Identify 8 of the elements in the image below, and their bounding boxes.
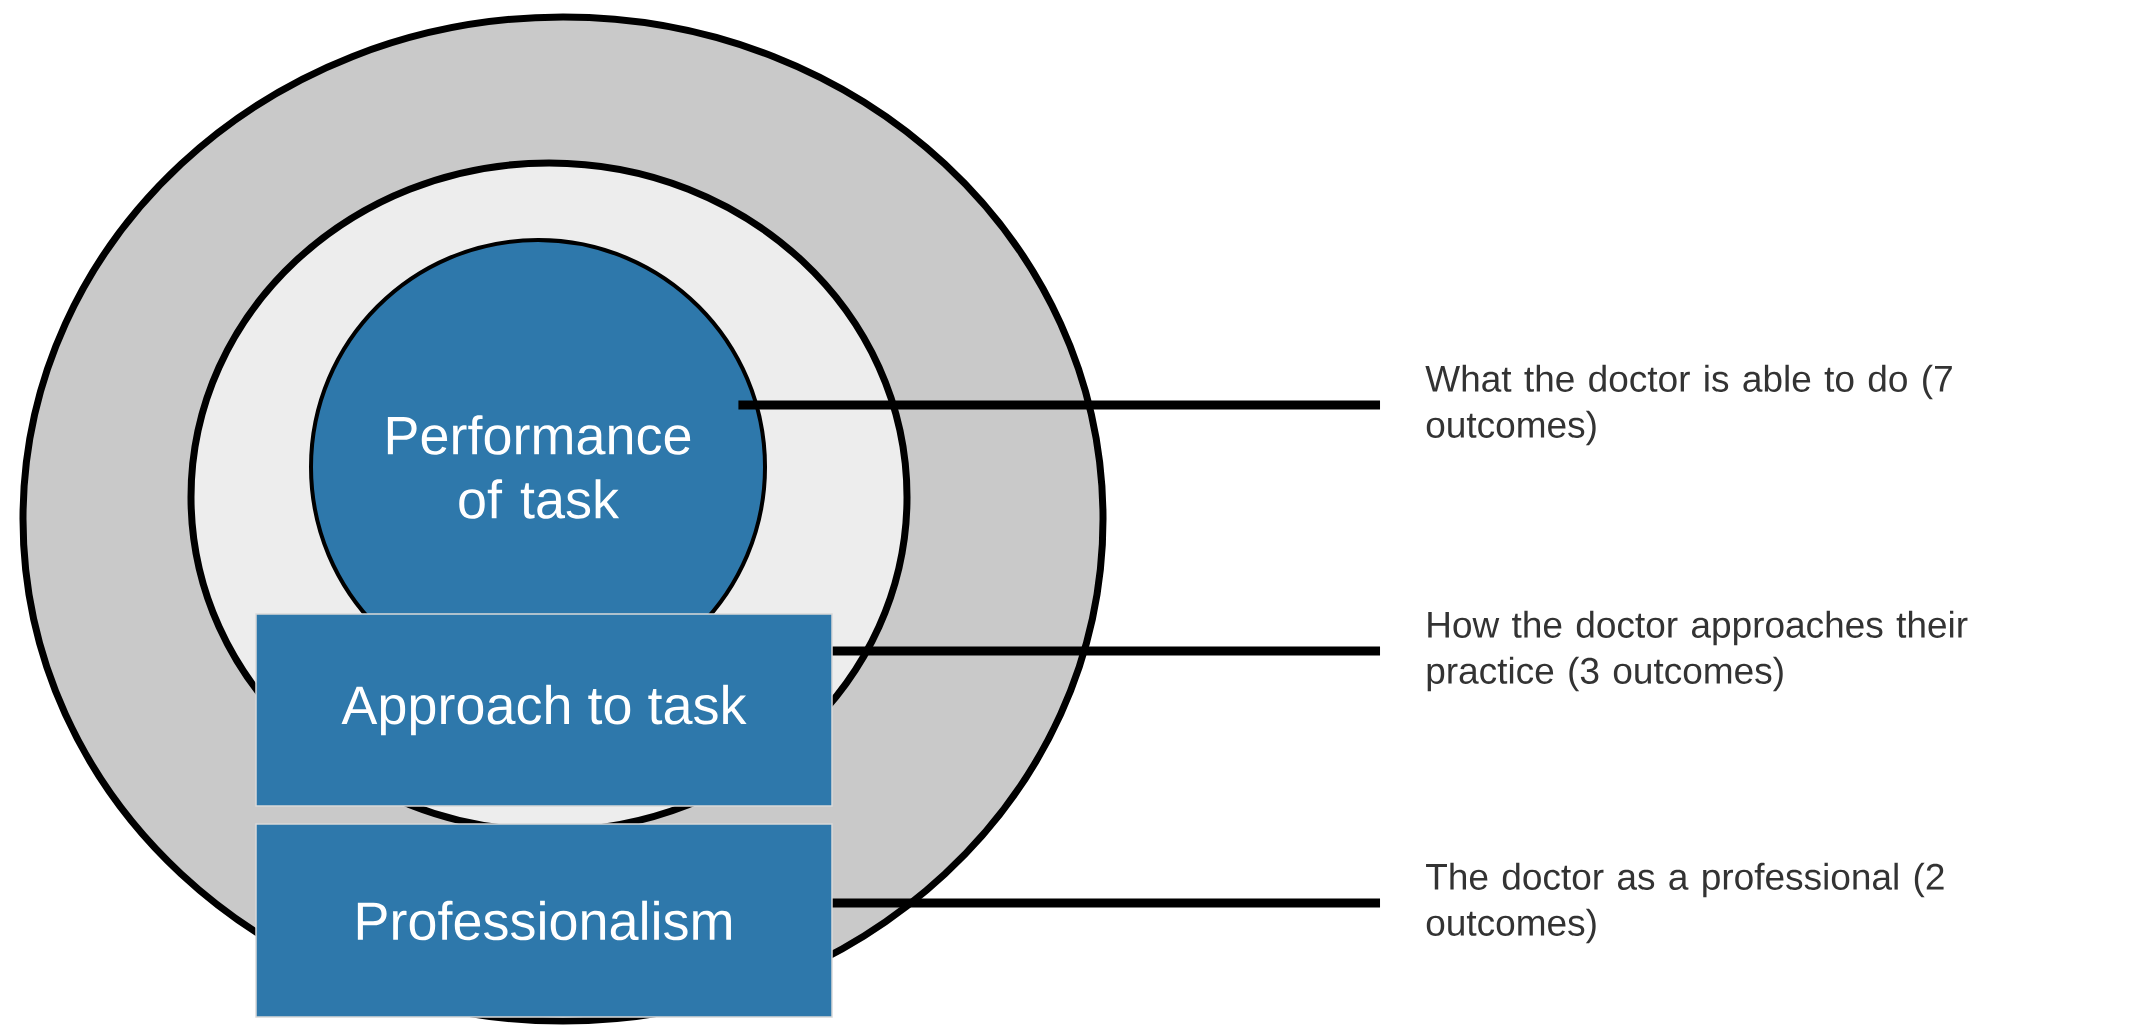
category-box: Professionalism [255,823,833,1018]
description-text: How the doctor approaches their practice (3 outcomes) [1427,610,1968,692]
leader-line [832,646,1380,656]
category-box: Approach to task [255,613,833,807]
description-text: The doctor as a professional (2 outcomes) [1426,862,1944,944]
description-text: What the doctor is able to do (7 outcomes) [1425,364,1952,446]
leader-line [738,400,1380,410]
leader-line [832,898,1380,908]
